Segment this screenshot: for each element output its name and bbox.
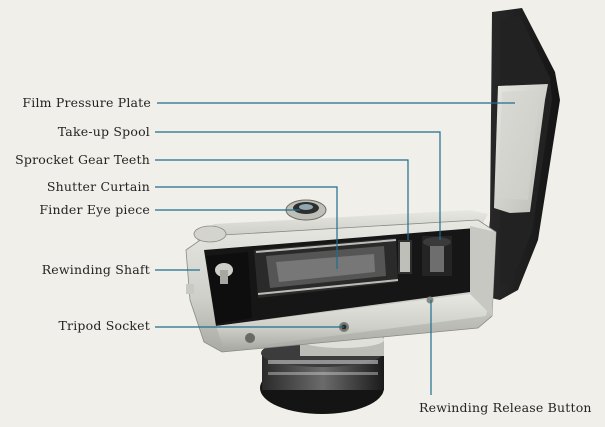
label-tripod-socket: Tripod Socket [58, 318, 150, 333]
leader-line-take-up-spool [155, 131, 441, 240]
leader-line-sprocket-gear-teeth [155, 159, 409, 240]
label-take-up-spool: Take-up Spool [57, 124, 150, 139]
take-up-spool-shape [398, 236, 452, 276]
label-rewinding-release-button: Rewinding Release Button [419, 400, 592, 415]
camera-body [185, 210, 497, 353]
rewinding-release-button-shape [426, 296, 434, 304]
leader-line-shutter-curtain [155, 186, 338, 269]
label-finder-eye-piece: Finder Eye piece [39, 202, 150, 217]
label-rewinding-shaft: Rewinding Shaft [41, 262, 150, 277]
label-film-pressure-plate: Film Pressure Plate [22, 95, 151, 110]
finder-eyepiece-shape [285, 199, 327, 221]
camera-back-door [482, 8, 560, 300]
camera-lens [260, 332, 384, 414]
leader-lines [155, 102, 515, 395]
label-sprocket-gear-teeth: Sprocket Gear Teeth [15, 152, 150, 167]
label-shutter-curtain: Shutter Curtain [46, 179, 150, 194]
rewinding-shaft-shape [186, 225, 233, 294]
